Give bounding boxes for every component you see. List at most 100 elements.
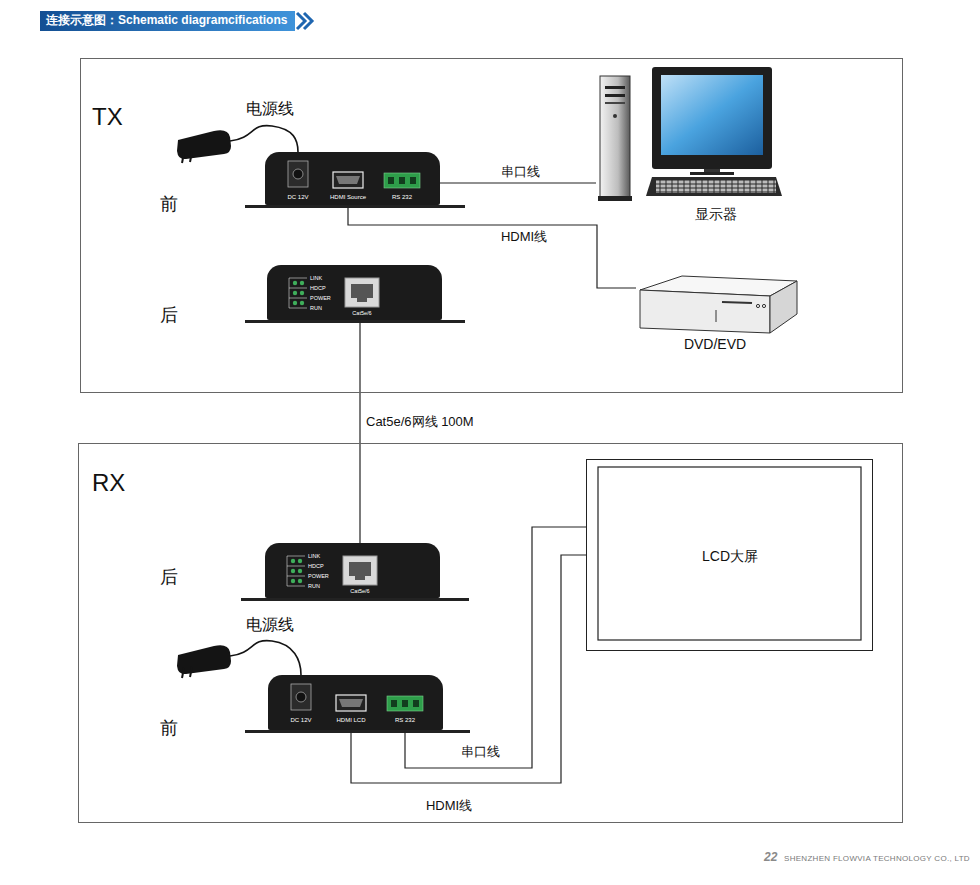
led-indicator (298, 569, 302, 573)
computer-illustration (605, 94, 625, 97)
computer-illustration (656, 180, 776, 193)
rear-panel: LINK HDCP POWER RUN Cat5e/6 (265, 543, 440, 598)
led-indicator (298, 559, 302, 563)
port-label: LINK (308, 553, 320, 559)
node-label: LCD大屏 (702, 548, 758, 564)
computer-illustration (690, 172, 734, 175)
port-label: RS 232 (392, 194, 412, 201)
front-panel: DC 12V HDMI LCD RS 232 (268, 675, 443, 730)
computer-illustration (613, 114, 617, 118)
port-label: POWER (308, 573, 329, 579)
lcd-inner-frame (598, 467, 861, 640)
dvd-node: DVD/EVD (636, 272, 802, 354)
dc-jack (291, 684, 311, 710)
terminal-screw (402, 700, 408, 707)
port-label: RUN (308, 583, 320, 589)
header-banner (40, 11, 312, 31)
region-title: TX (92, 103, 123, 131)
banner-chevrons (304, 13, 312, 29)
computer-illustration (605, 86, 625, 89)
cable-label: HDMI线 (424, 799, 474, 814)
hdmi-socket (336, 176, 360, 184)
port-label: RUN (310, 305, 322, 311)
rear-panel: LINKHDCPPOWERRUNCat5e/6 (267, 265, 442, 320)
cable-line (359, 320, 360, 543)
led-indicator (293, 281, 297, 285)
lcd-screen: LCD大屏 (586, 459, 873, 651)
led-indicator (291, 579, 295, 583)
port-label: RS 232 (395, 717, 415, 724)
port-label: HDMI LCD (336, 717, 365, 724)
header-title: 连接示意图：Schematic diagramcifications (46, 14, 287, 28)
company-name: SHENZHEN FLOWVIA TECHNOLOGY CO., LTD (784, 854, 970, 863)
power-adapter (190, 152, 192, 162)
side-label: 后 (160, 305, 178, 326)
led-bracket (287, 566, 305, 567)
rs232-terminal (384, 173, 420, 188)
led-indicator (291, 559, 295, 563)
cable-label: HDMI线 (499, 230, 549, 245)
dvd-player-illustration (716, 310, 717, 322)
cable-name: 电源线 (246, 616, 294, 634)
terminal-screw (399, 177, 405, 184)
banner-chevrons (297, 13, 312, 29)
power-adapter (190, 667, 192, 677)
led-bracket (289, 278, 307, 279)
base-plate (245, 205, 465, 208)
port-label: HDCP (308, 563, 324, 569)
power-adapter (182, 153, 184, 163)
rj45-port (343, 556, 377, 585)
port-label: Cat5e/6 (352, 310, 371, 316)
banner-bar (40, 11, 295, 31)
computer-illustration (598, 196, 632, 201)
lcd-inner-frame (598, 467, 861, 640)
base-plate (241, 598, 469, 601)
led-indicator (291, 569, 295, 573)
led-indicator (293, 291, 297, 295)
cable-label: Cat5e/6网线 100M (364, 415, 476, 430)
dc-jack-hole (293, 169, 303, 179)
led-bracket (289, 278, 290, 308)
port-label: HDCP (310, 285, 326, 291)
page-number: 22 (764, 851, 777, 865)
dvd-player-illustration (756, 304, 759, 307)
led-indicator (293, 301, 297, 305)
led-indicator (300, 281, 304, 285)
computer-illustration (646, 177, 782, 196)
hdmi-socket (339, 699, 363, 707)
port-label: Cat5e/6 (350, 588, 369, 594)
dc-jack (288, 161, 308, 187)
terminal-screw (410, 177, 416, 184)
cable-label: 串口线 (459, 745, 502, 760)
dvd-player-illustration (770, 281, 797, 333)
region-title: RX (92, 469, 125, 497)
led-indicator (300, 291, 304, 295)
node-label: 显示器 (695, 206, 737, 222)
dvd-player-illustration (640, 276, 797, 333)
rj45-socket (349, 562, 371, 580)
rs232-terminal (387, 696, 423, 711)
dvd-player-illustration (762, 304, 765, 307)
port-label: DC 12V (287, 194, 308, 201)
terminal-screw (388, 177, 394, 184)
port-label: POWER (310, 295, 331, 301)
region-box: TXDC 12VHDMI SourceRS 232显示器DVD/EVDLINKH… (80, 58, 903, 393)
hdmi-port (336, 695, 366, 711)
base-plate (245, 730, 470, 733)
port-label: DC 12V (290, 717, 311, 724)
cable-label: 串口线 (499, 165, 542, 180)
base-plate (245, 320, 465, 323)
rj45-port (345, 278, 379, 307)
region-box: RX LINK HDCP POWER RUN Cat5e/6 LCD大屏 DC 12V HDMI… (78, 443, 903, 823)
base-plate (241, 205, 470, 733)
node-label: DVD/EVD (684, 336, 746, 352)
power-adapter (177, 645, 231, 674)
dc-jack-hole (296, 692, 306, 702)
led-bracket (289, 288, 307, 289)
banner-chevrons (297, 13, 305, 29)
led-indicator (298, 579, 302, 583)
power-adapter (177, 641, 301, 678)
dvd-player-illustration (722, 302, 752, 303)
led-bracket (287, 586, 305, 587)
